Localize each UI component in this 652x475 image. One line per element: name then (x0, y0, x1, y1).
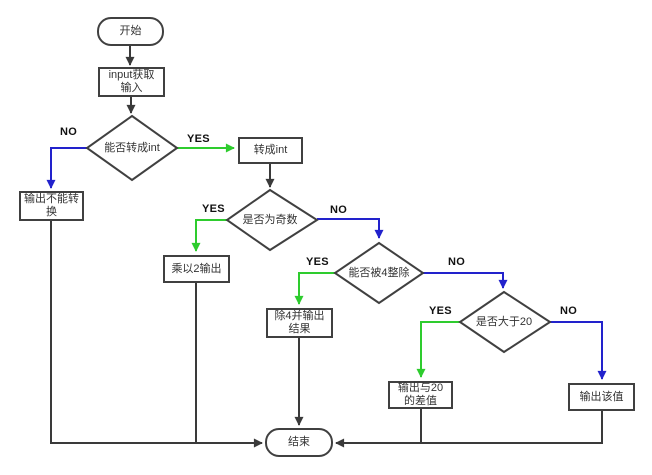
node-get-input: input获取 输入 (98, 67, 165, 97)
label-can-convert: 能否转成int (104, 142, 160, 154)
diamond-is-odd (225, 188, 319, 252)
edge-label-can-convert-no: NO (60, 126, 78, 138)
diamond-greater-than-20 (458, 290, 552, 354)
node-end: 结束 (265, 428, 333, 457)
edge-cannot-convert-to-end (50, 221, 263, 448)
edge-label-can-convert-yes: YES (187, 133, 210, 145)
edge-can-convert-no (46, 147, 87, 189)
edge-divisible-yes (294, 272, 336, 305)
label-divisible-by-4: 能否被4整除 (348, 267, 410, 279)
edge-label-divisible-no: NO (448, 256, 466, 268)
edge-is-odd-no (317, 218, 384, 239)
node-divide-by-4: 除4并输出 结果 (266, 308, 333, 338)
edge-divisible-no (423, 272, 508, 289)
label-greater-than-20: 是否大于20 (475, 316, 533, 328)
edge-value-to-end (335, 411, 603, 448)
edge-greater-yes (416, 321, 460, 378)
edge-label-greater-yes: YES (429, 305, 452, 317)
edge-greater-no (550, 321, 607, 380)
node-start: 开始 (97, 17, 164, 46)
edge-label-is-odd-yes: YES (202, 203, 225, 215)
node-output-value: 输出该值 (568, 383, 635, 411)
edge-label-is-odd-no: NO (330, 204, 348, 216)
node-multiply-by-2: 乘以2输出 (163, 255, 230, 283)
diamond-divisible-by-4 (333, 241, 425, 305)
node-output-cannot-convert: 输出不能转 换 (19, 191, 84, 221)
edge-label-greater-no: NO (560, 305, 578, 317)
diamond-can-convert (85, 114, 179, 182)
node-output-diff-20: 输出与20 的差值 (388, 381, 453, 409)
edge-is-odd-yes (191, 219, 227, 252)
node-to-int: 转成int (238, 137, 303, 164)
edge-label-divisible-yes: YES (306, 256, 329, 268)
label-is-odd: 是否为奇数 (242, 214, 298, 226)
